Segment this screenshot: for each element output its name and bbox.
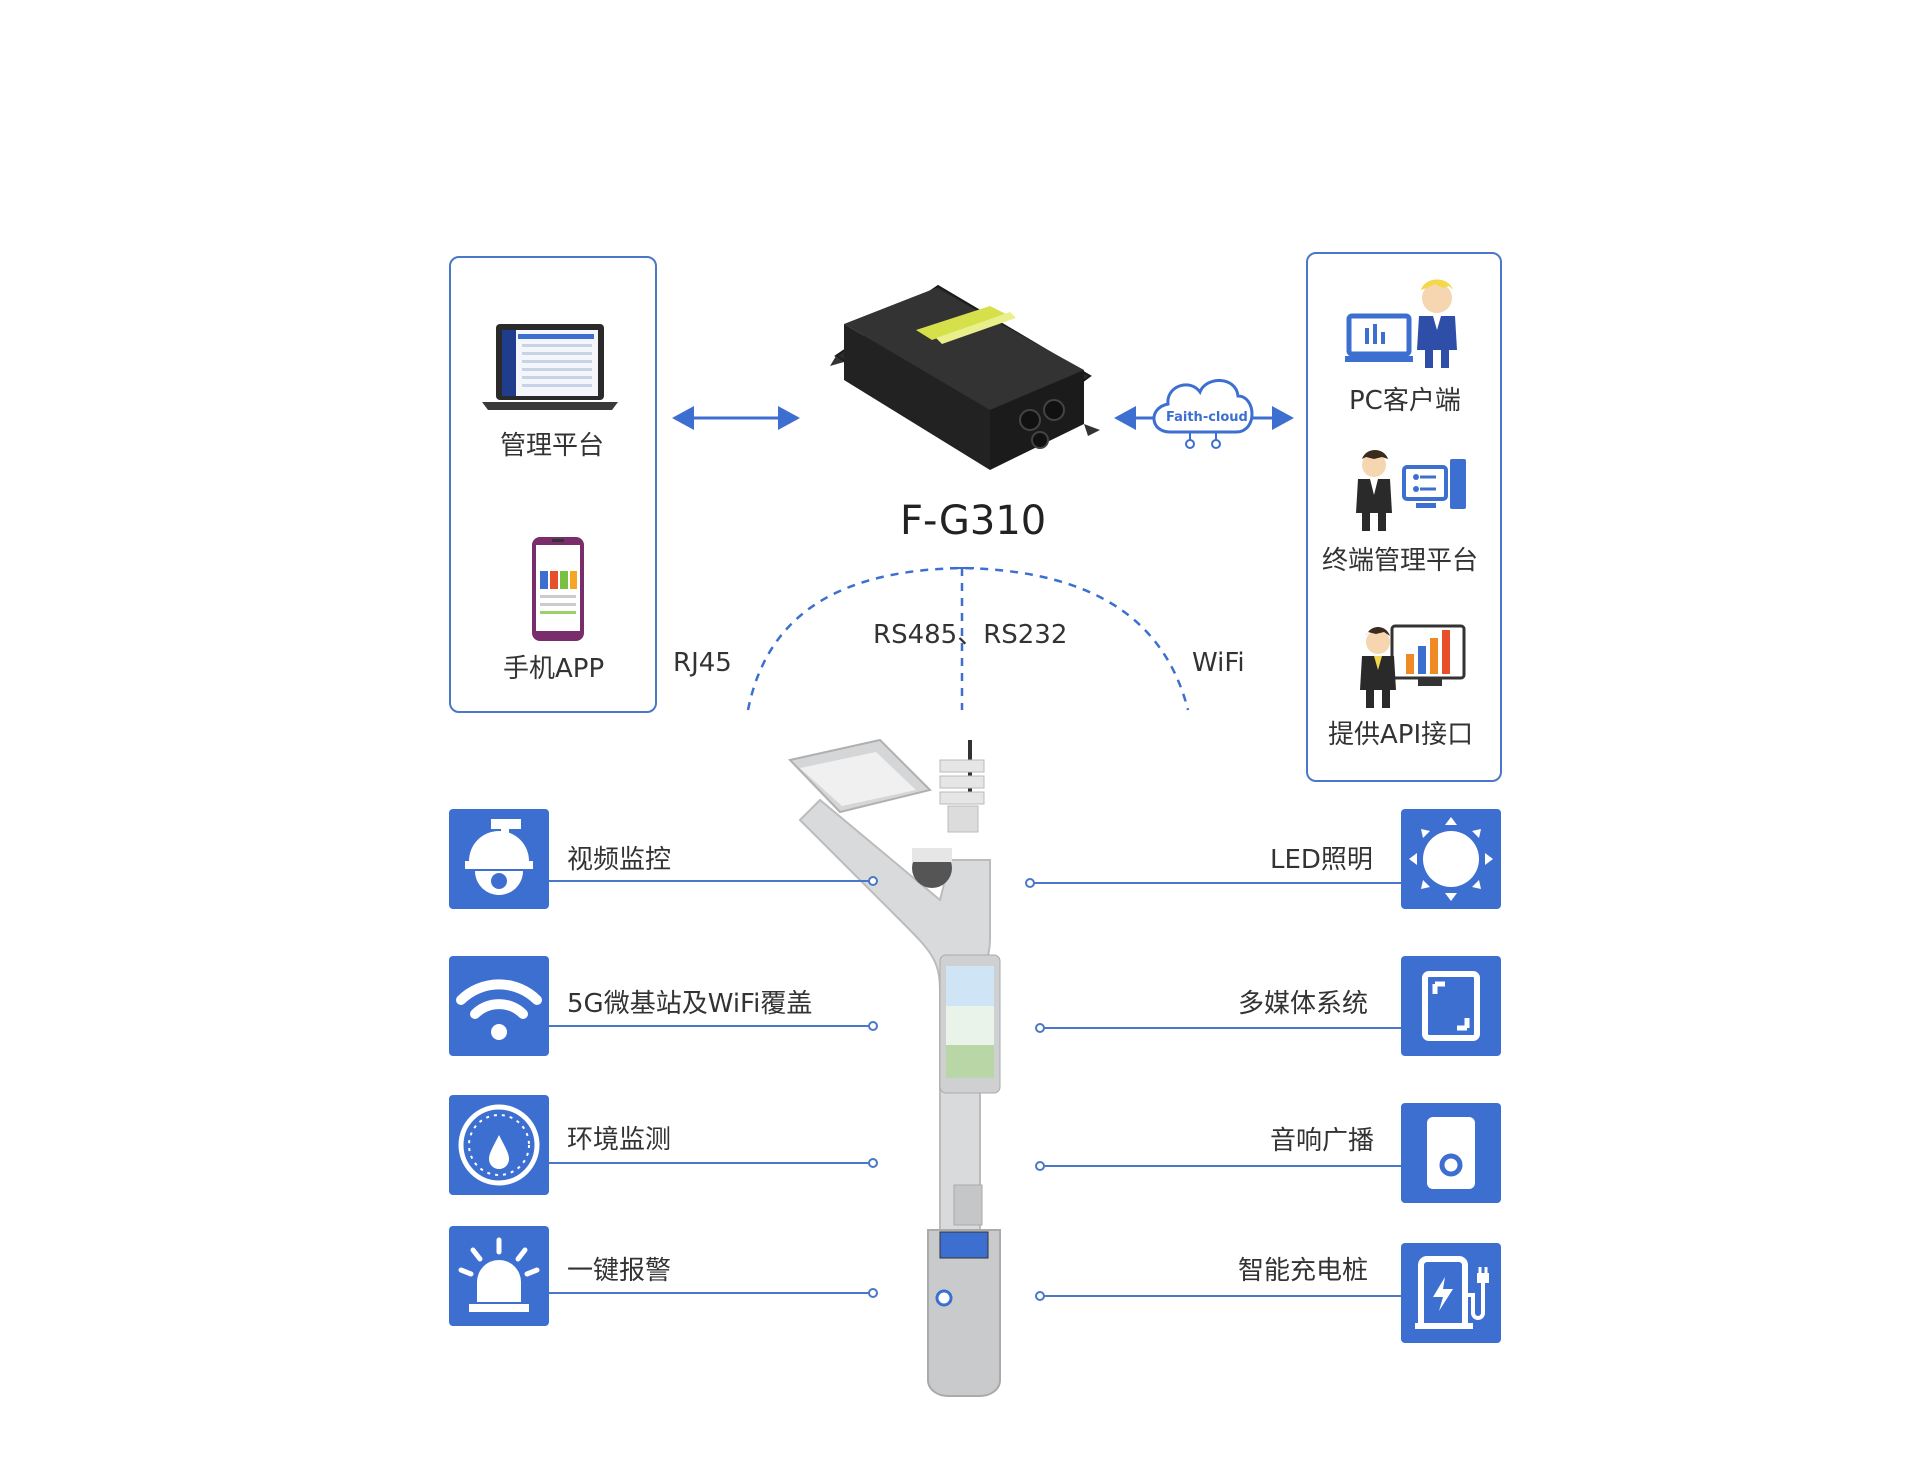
multimedia-system-dot: [1035, 1023, 1045, 1033]
cloud-icon: [1152, 379, 1254, 449]
speaker-icon: [1427, 1117, 1475, 1189]
5g-wifi-dot: [868, 1021, 878, 1031]
video-surveillance-label: 视频监控: [567, 845, 672, 875]
multimedia-feature-tile: [1401, 956, 1501, 1056]
charging-feature-tile: [1401, 1243, 1501, 1343]
wifi-icon: [456, 979, 542, 1040]
one-key-alarm-dot: [868, 1288, 878, 1298]
one-key-alarm-leader: [549, 1292, 869, 1294]
5g-wifi-leader: [549, 1025, 869, 1027]
audio-broadcast-leader: [1044, 1165, 1401, 1167]
api-interface-label: 提供API接口: [1328, 720, 1474, 750]
multimedia-icon: [1422, 971, 1480, 1041]
gateway-device-image: [830, 284, 1100, 470]
alarm-icon: [458, 1237, 540, 1312]
led-lighting-dot: [1025, 878, 1035, 888]
camera-feature-tile: [449, 809, 549, 909]
speaker-feature-tile: [1401, 1103, 1501, 1203]
light-icon: [1409, 817, 1493, 901]
audio-broadcast-label: 音响广播: [1270, 1126, 1375, 1156]
led-lighting-leader: [1034, 882, 1401, 884]
environment-monitoring-leader: [549, 1162, 869, 1164]
one-key-alarm-label: 一键报警: [567, 1256, 672, 1286]
video-surveillance-dot: [868, 876, 878, 886]
5g-wifi-label: 5G微基站及WiFi覆盖: [567, 989, 813, 1019]
rj45-label: RJ45: [673, 648, 732, 678]
environment-icon: [458, 1104, 540, 1186]
alarm-feature-tile: [449, 1226, 549, 1326]
environment-monitoring-dot: [868, 1158, 878, 1168]
audio-broadcast-dot: [1035, 1161, 1045, 1171]
pc-client-label: PC客户端: [1349, 386, 1461, 416]
mobile-app-label: 手机APP: [503, 654, 605, 684]
smart-pole-image: [788, 738, 1001, 1397]
device-model-title: F-G310: [900, 498, 1047, 544]
wifi-feature-tile: [449, 956, 549, 1056]
smart-charging-pile-leader: [1044, 1295, 1401, 1297]
terminal-platform-label: 终端管理平台: [1322, 546, 1479, 576]
smartphone-icon: [532, 537, 584, 641]
right-client-panel: [1306, 252, 1502, 782]
management-platform-label: 管理平台: [500, 431, 605, 461]
cloud-label: Faith-cloud: [1166, 410, 1248, 425]
environment-monitoring-label: 环境监测: [567, 1125, 672, 1155]
pc-client-icon: [1345, 279, 1457, 368]
api-chart-icon: [1360, 624, 1466, 708]
serial-label: RS485、RS232: [873, 620, 1068, 650]
smart-charging-pile-dot: [1035, 1291, 1045, 1301]
terminal-platform-icon: [1356, 450, 1466, 531]
video-surveillance-leader: [549, 880, 869, 882]
camera-icon: [465, 819, 533, 895]
charging-icon: [1415, 1256, 1489, 1329]
led-lighting-label: LED照明: [1270, 845, 1373, 875]
wifi-label: WiFi: [1192, 648, 1245, 678]
connection-arc: [746, 566, 1190, 711]
multimedia-system-leader: [1044, 1027, 1401, 1029]
environment-feature-tile: [449, 1095, 549, 1195]
smart-charging-pile-label: 智能充电桩: [1238, 1256, 1369, 1286]
light-feature-tile: [1401, 809, 1501, 909]
left-bidirectional-arrow: [672, 406, 800, 430]
multimedia-system-label: 多媒体系统: [1238, 989, 1369, 1019]
laptop-icon: [482, 324, 618, 410]
